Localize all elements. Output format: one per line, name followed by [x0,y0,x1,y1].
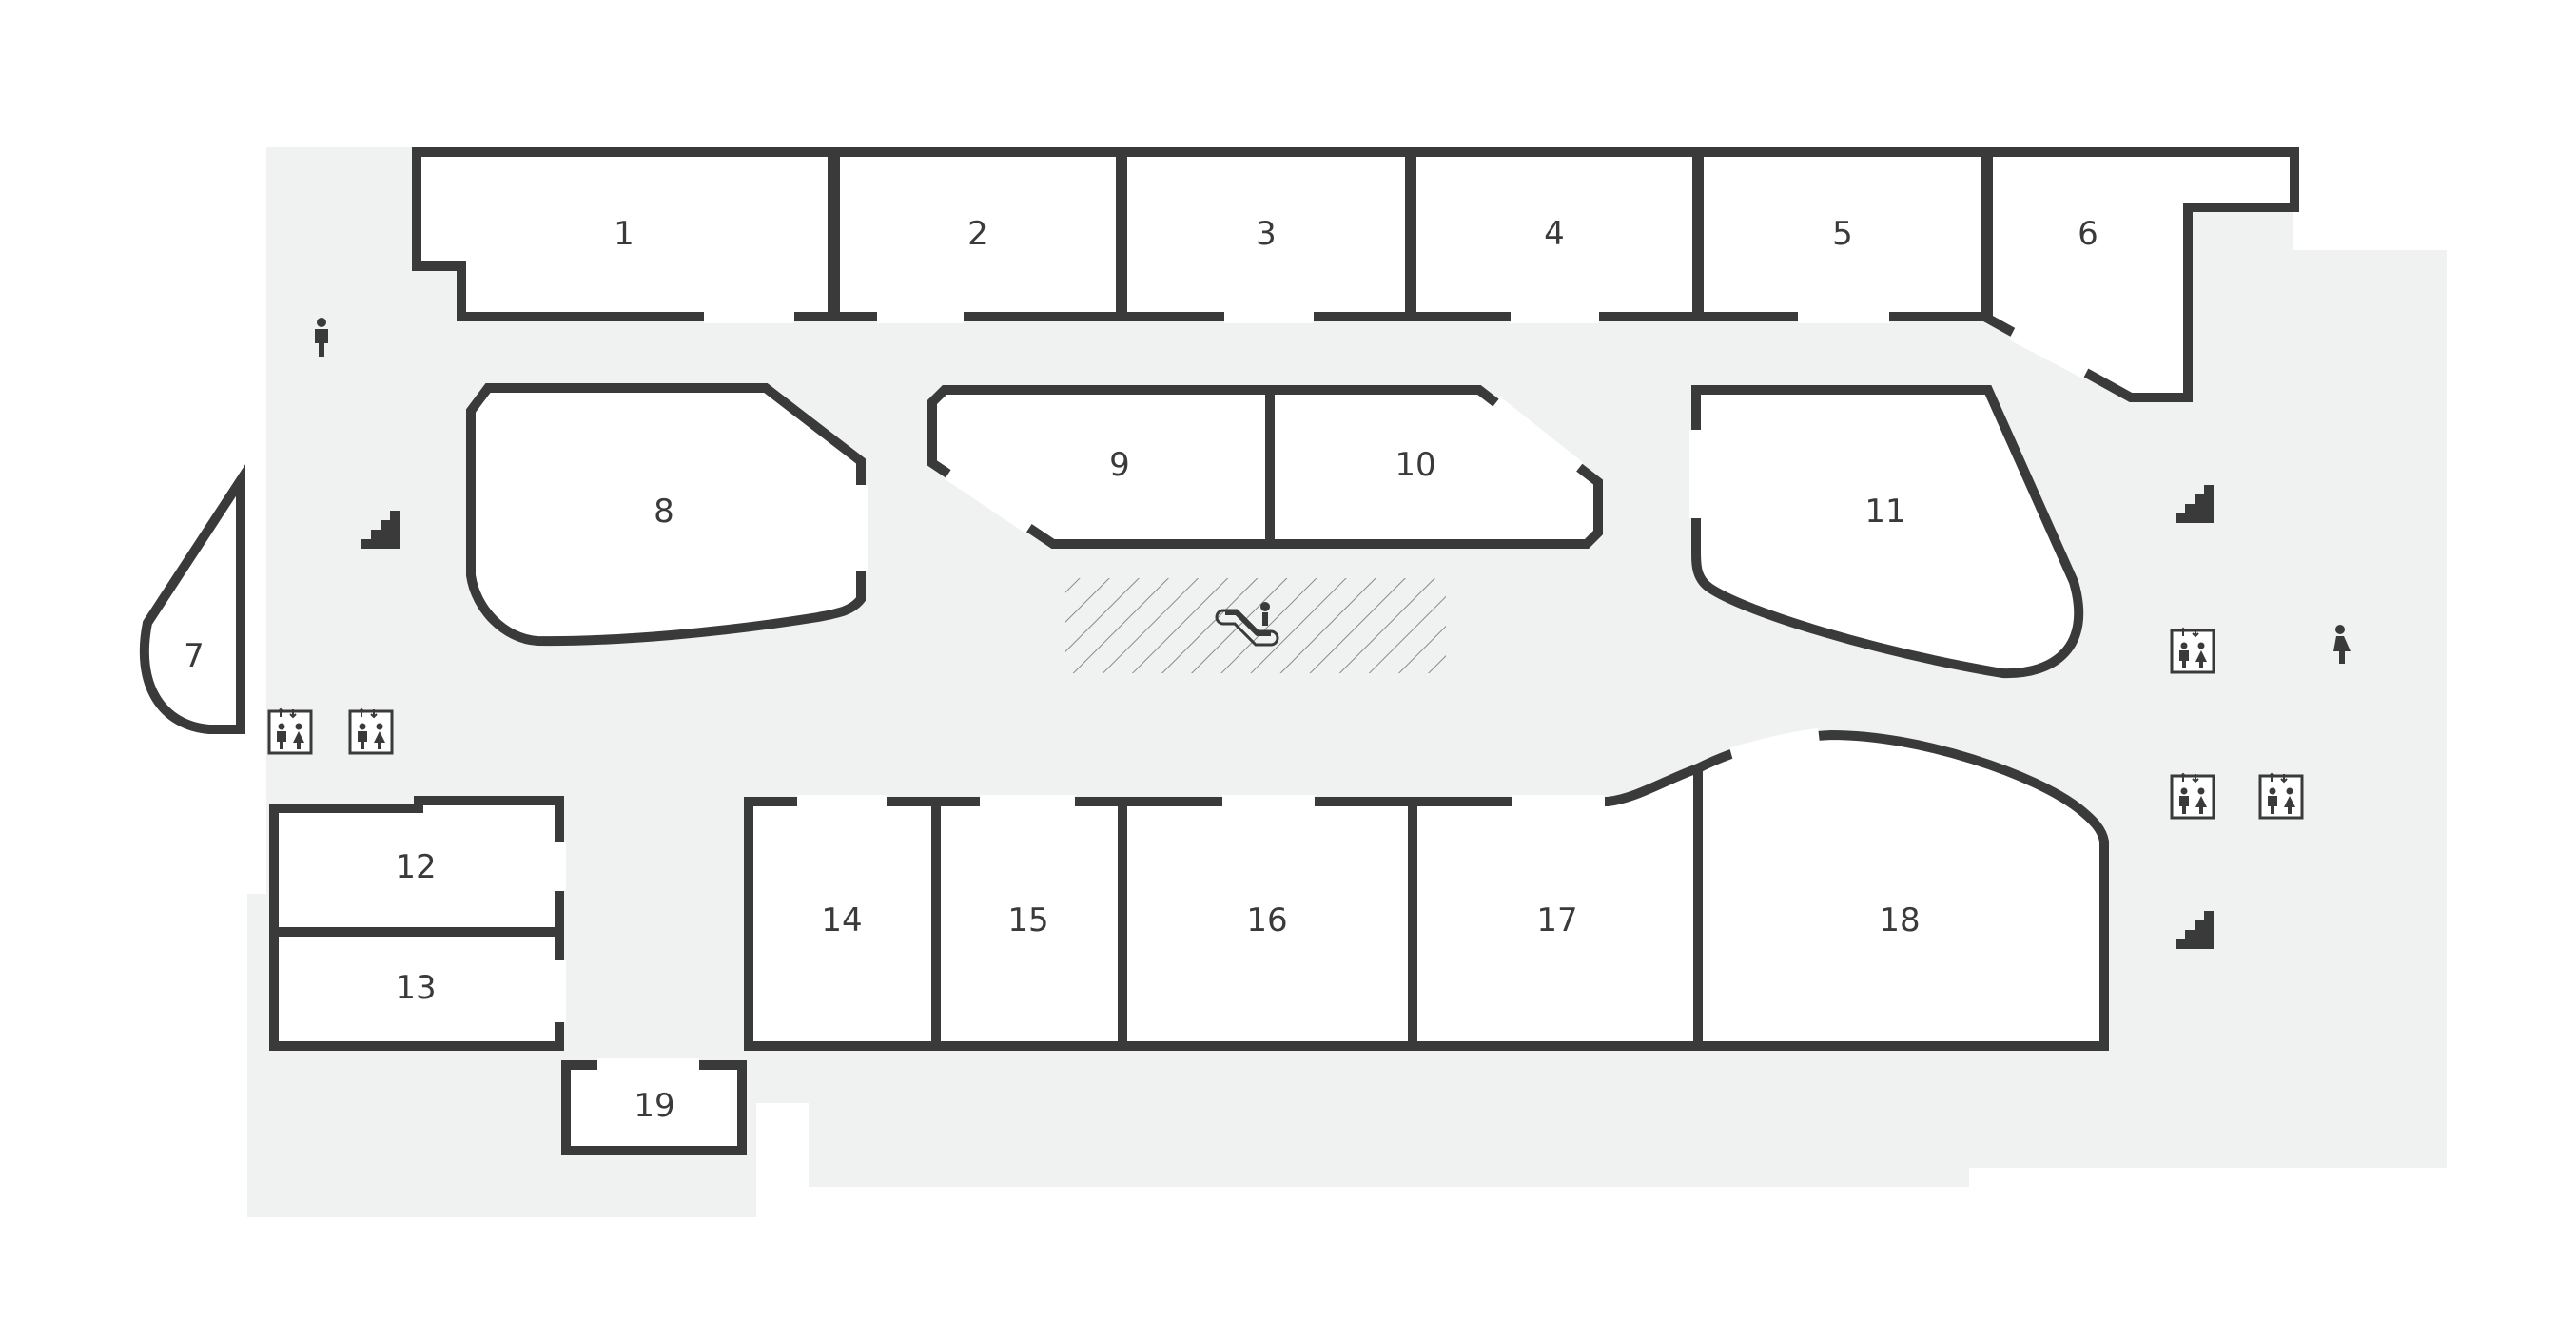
elevator-icon[interactable] [348,707,394,755]
store-unit-18[interactable]: 18 [1693,728,2109,1051]
store-unit-19[interactable]: 19 [561,1058,747,1155]
store-number: 2 [967,215,988,253]
store-number: 1 [614,215,634,253]
store-unit-16[interactable]: 16 [1118,795,1417,1051]
store-number: 5 [1832,215,1853,253]
elevator-icon[interactable] [267,707,313,755]
store-unit-12[interactable]: 12 [269,796,566,937]
store-unit-3[interactable]: 3 [1118,147,1415,323]
store-number: 7 [184,637,205,675]
store-number: 9 [1109,446,1130,484]
store-number: 16 [1246,901,1287,939]
store-number: 6 [2078,215,2098,253]
store-unit-8[interactable]: 8 [466,383,868,647]
escalator-icon [1215,602,1279,647]
store-unit-7[interactable]: 7 [139,464,245,734]
store-number: 8 [654,493,674,531]
escalator-area [1065,578,1446,673]
store-unit-11[interactable]: 11 [1689,385,2084,679]
store-number: 17 [1536,901,1577,939]
store-unit-10[interactable]: 10 [1265,385,1603,549]
store-unit-4[interactable]: 4 [1407,147,1702,323]
store-unit-13[interactable]: 13 [269,927,566,1051]
store-unit-17[interactable]: 17 [1408,762,1703,1051]
store-number: 10 [1395,446,1435,484]
store-number: 11 [1864,493,1905,531]
store-unit-6[interactable]: 6 [1983,147,2299,402]
store-number: 19 [634,1087,674,1125]
store-unit-15[interactable]: 15 [931,795,1127,1051]
store-number: 12 [395,848,436,886]
store-number: 13 [395,969,436,1007]
elevator-icon[interactable] [2170,772,2215,820]
store-number: 18 [1879,901,1920,939]
store-unit-9[interactable]: 9 [927,385,1275,549]
store-number: 14 [821,901,862,939]
store-number: 15 [1007,901,1048,939]
elevator-icon[interactable] [2258,772,2304,820]
store-unit-1[interactable]: 1 [412,147,837,323]
store-number: 3 [1256,215,1277,253]
store-number: 4 [1544,215,1565,253]
store-unit-5[interactable]: 5 [1694,147,1991,323]
womens-restroom-icon[interactable] [2333,625,2351,664]
elevator-icon[interactable] [2170,627,2215,674]
store-unit-2[interactable]: 2 [830,147,1125,323]
mens-restroom-icon[interactable] [315,318,328,357]
store-unit-14[interactable]: 14 [744,795,941,1051]
